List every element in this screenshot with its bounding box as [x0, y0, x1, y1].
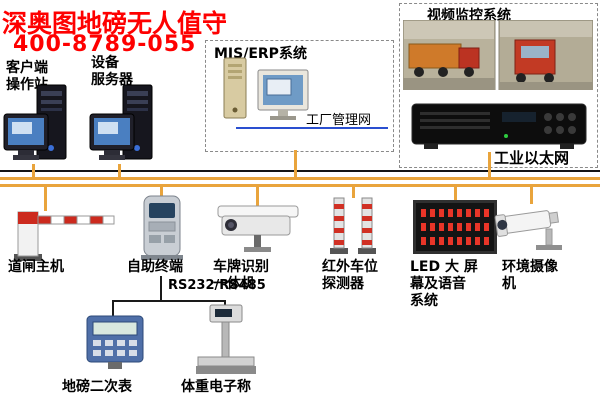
barrier-gate-icon — [12, 210, 116, 268]
lpr-camera-icon — [214, 204, 302, 260]
scale-indicator-icon — [84, 314, 146, 376]
cctv-camera-icon — [494, 203, 572, 257]
serial-wire-down — [160, 276, 162, 301]
ir-detector-label: 红外车位 探测器 — [322, 259, 378, 292]
video-group-box — [399, 3, 598, 168]
serial-wire-to-scale — [224, 300, 226, 308]
scale-indicator-label: 地磅二次表 — [62, 379, 132, 395]
ethernet-bus-line-1 — [0, 177, 600, 180]
connector-bus-to-barrier — [44, 187, 47, 211]
dvr-icon — [410, 100, 588, 156]
factory-network-wire — [236, 127, 388, 129]
led-screen-icon — [413, 200, 497, 254]
company-title: 深奥图地磅无人值守 — [2, 9, 228, 38]
connector-mis-to-bus — [294, 150, 297, 177]
ethernet-label: 工业以太网 — [494, 149, 570, 167]
connector-video-to-bus — [488, 152, 491, 177]
serial-wire-horizontal — [112, 300, 226, 302]
serial-wire-to-indicator — [112, 300, 114, 316]
erp-server-monitor-icon — [222, 56, 312, 132]
surveillance-snapshots-icon — [402, 19, 594, 94]
lpr-camera-label: 车牌识别 一体机 — [213, 259, 269, 292]
device-server-label: 设备 服务器 — [91, 55, 133, 88]
connector-bus-to-lpr — [256, 187, 259, 206]
connector-bus-to-led — [454, 187, 457, 201]
service-phone: 400-8789-055 — [13, 32, 197, 57]
kiosk-label: 自助终端 — [127, 259, 183, 275]
connector-server-to-bus — [118, 164, 121, 177]
connector-bus-to-kiosk — [160, 187, 163, 196]
mis-erp-group-box — [205, 40, 394, 152]
ir-detector-icon — [329, 196, 377, 262]
device-server-icon — [89, 84, 155, 170]
client-workstation-icon — [3, 84, 69, 170]
barrier-host-label: 道闸主机 — [8, 259, 64, 275]
env-camera-label: 环境摄像 机 — [502, 259, 558, 292]
connector-client-to-bus — [32, 164, 35, 177]
led-system-label: LED 大 屏 幕及语音 系统 — [410, 259, 478, 309]
platform-scale-icon — [194, 303, 258, 381]
factory-network-label: 工厂管理网 — [306, 113, 372, 128]
serial-label: RS232/RS485 — [168, 278, 266, 293]
connector-bus-to-ir — [352, 187, 355, 198]
top-divider-line — [0, 170, 600, 172]
ethernet-bus-line-2 — [0, 184, 600, 187]
electronic-scale-label: 体重电子称 — [181, 379, 251, 395]
self-service-kiosk-icon — [139, 195, 185, 265]
connector-bus-to-camera — [530, 187, 533, 204]
